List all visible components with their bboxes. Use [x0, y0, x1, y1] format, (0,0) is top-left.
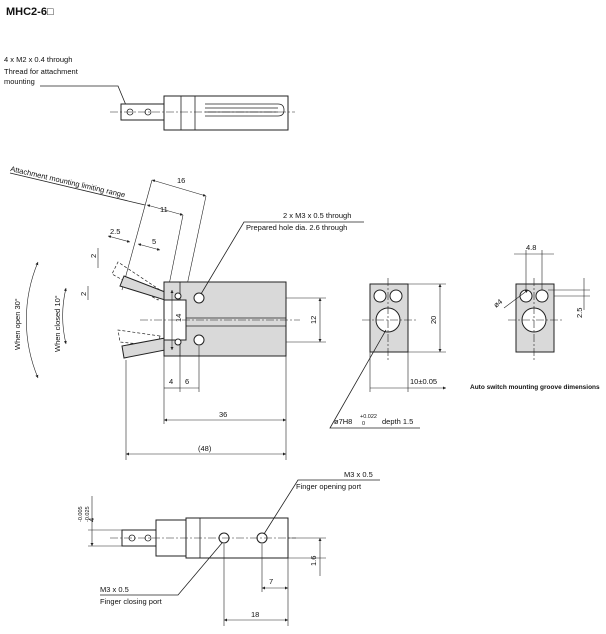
dim-20: 20	[429, 316, 438, 324]
bottom-dim-1-6: 1.6	[309, 556, 318, 566]
lower-finger	[121, 337, 166, 359]
end-groove-left	[373, 289, 387, 303]
dim-5: 5	[152, 237, 156, 246]
side-view: Attachment mounting limiting range 16 11…	[10, 164, 364, 460]
bore-leader	[329, 329, 420, 429]
closing-port-leader	[100, 542, 223, 596]
m3-callout-line1: 2 x M3 x 0.5 through	[283, 211, 351, 220]
closed-angle-label: When closed 10°	[53, 295, 62, 352]
dim-6: 6	[185, 377, 189, 386]
open-angle-label: When open 30°	[13, 298, 22, 350]
top-note-line3: mounting	[4, 77, 35, 86]
opening-port-line1: M3 x 0.5	[344, 470, 373, 479]
dim-2-lower: 2	[79, 292, 88, 296]
range-label: Attachment mounting limiting range	[10, 164, 127, 199]
top-note-line1: 4 x M2 x 0.4 through	[4, 55, 72, 64]
bottom-tol-lower: -0.025	[85, 506, 91, 522]
dim-14: 14	[174, 314, 183, 322]
groove-dim-4-8: 4.8	[526, 243, 536, 252]
bottom-tol-upper: -0.005	[78, 506, 84, 522]
dim-4: 4	[169, 377, 173, 386]
bore-tol-lower: 0	[362, 421, 365, 427]
m3-leader	[200, 221, 364, 295]
dim-12: 12	[309, 316, 318, 324]
drawing-title: MHC2-6□	[6, 6, 54, 18]
bottom-tol-4: 4	[87, 518, 96, 522]
dim-2-5: 2.5	[110, 227, 120, 236]
opening-port-line2: Finger opening port	[296, 482, 362, 491]
top-note-line2: Thread for attachment	[4, 67, 79, 76]
closing-port-line1: M3 x 0.5	[100, 585, 129, 594]
top-body	[163, 95, 289, 131]
bottom-dim-18: 18	[251, 610, 259, 619]
mount-hole-upper	[193, 292, 205, 304]
dim-10: 10±0.05	[410, 377, 437, 386]
closing-port-line2: Finger closing port	[100, 597, 163, 606]
top-view: 4 x M2 x 0.4 through Thread for attachme…	[4, 55, 295, 131]
groove-dim-2-5: 2.5	[575, 308, 584, 318]
mount-hole-lower	[193, 334, 205, 346]
groove-view: 4.8 ø4 2.5 Auto switch mounting groove d…	[470, 243, 600, 391]
bore-depth: depth 1.5	[382, 417, 413, 426]
end-groove-right	[389, 289, 403, 303]
groove-dim-phi4: ø4	[492, 297, 504, 309]
dim-48: (48)	[198, 444, 212, 453]
opening-port-leader	[263, 479, 380, 535]
groove-caption: Auto switch mounting groove dimensions	[470, 384, 600, 391]
dim-2-upper: 2	[89, 254, 98, 258]
bottom-view: 4 -0.005 -0.025 M3 x 0.5 Finger opening …	[78, 470, 380, 626]
top-note-leader	[40, 85, 129, 111]
dim-16: 16	[177, 176, 185, 185]
m3-callout-line2: Prepared hole dia. 2.6 through	[246, 223, 347, 232]
dim-11: 11	[160, 205, 168, 214]
bottom-dim-7: 7	[269, 577, 273, 586]
bore-tol-upper: +0.022	[360, 414, 377, 420]
end-view: 20 10±0.05 ø7H8 +0.022 0 depth 1.5	[329, 278, 446, 429]
dim-36: 36	[219, 410, 227, 419]
bore-label: ø7H8	[334, 417, 352, 426]
upper-finger	[119, 275, 166, 301]
